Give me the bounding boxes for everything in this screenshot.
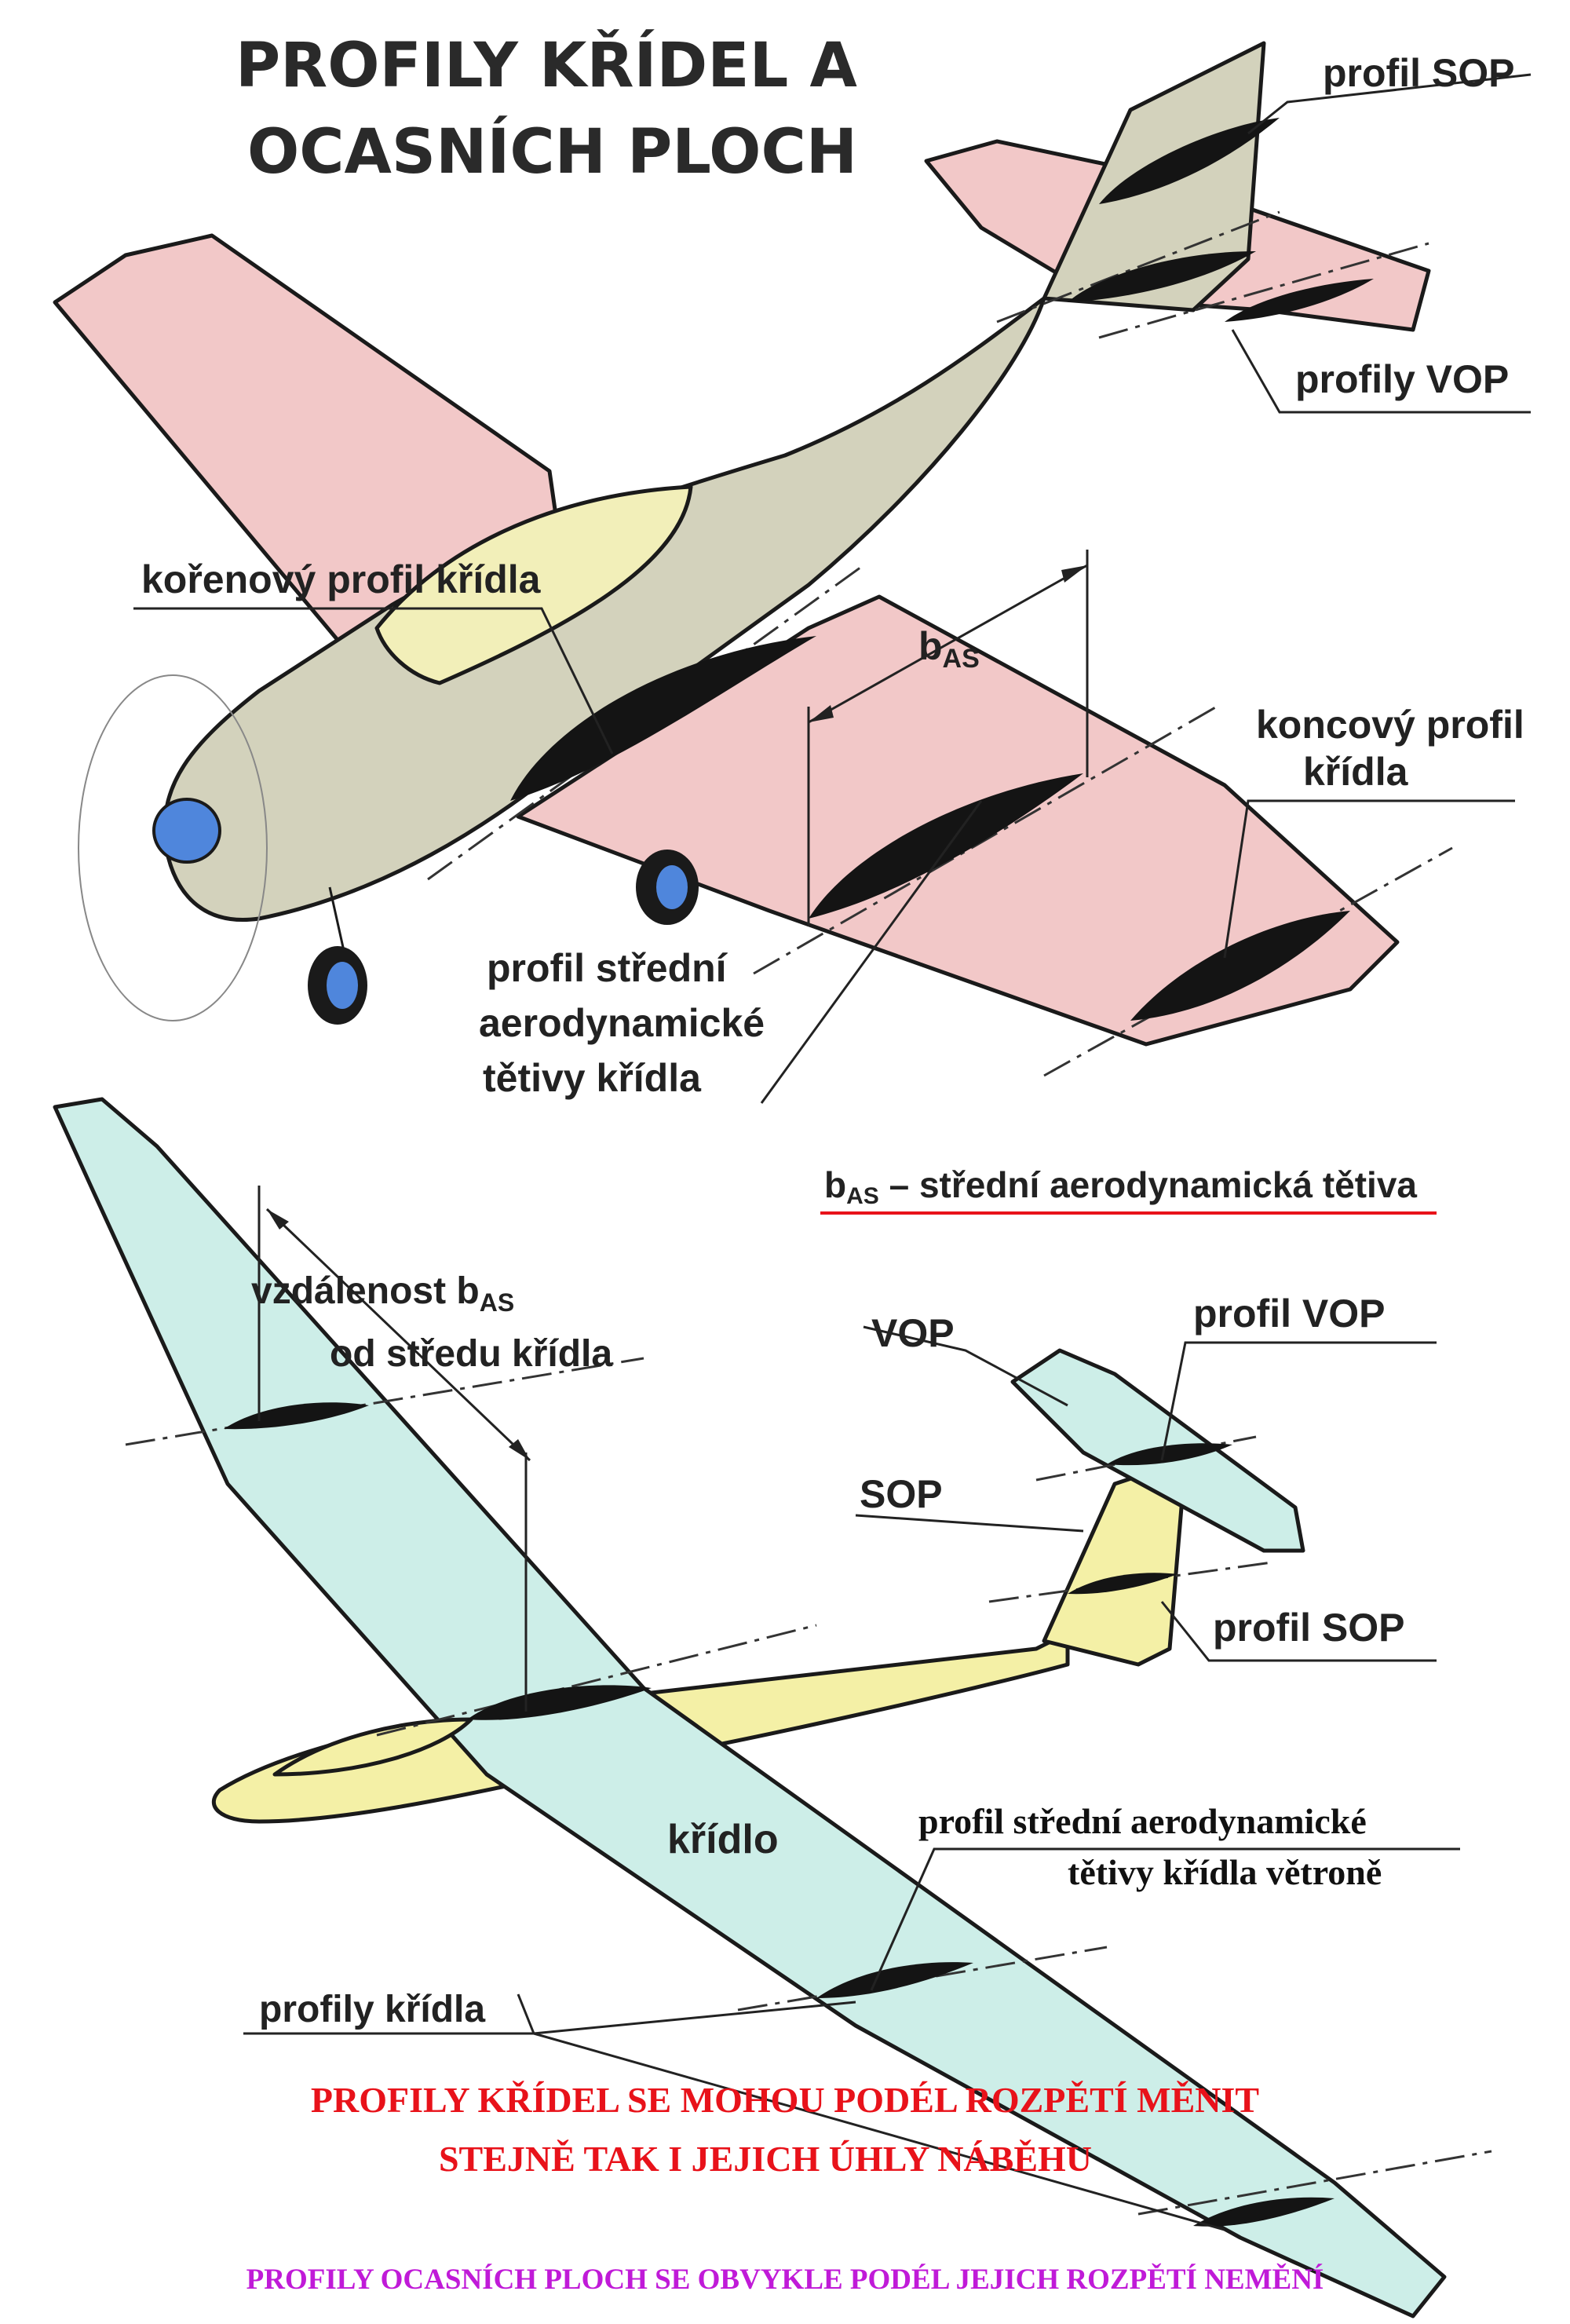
airplane-root-profile: [510, 636, 816, 801]
label-koncovy-line-2: křídla: [1303, 750, 1409, 794]
label-airplane-bas: bAS: [918, 624, 980, 674]
airplane-vop-profile-1: [1068, 251, 1256, 302]
airplane-propeller-disc: [78, 674, 268, 1021]
glider-bas-distance-dimension: [257, 1186, 531, 1712]
airplane-canopy: [374, 484, 693, 685]
airplane-landing-gear: [308, 850, 699, 1025]
label-airplane-sat-line-1: profil střední: [487, 946, 728, 990]
label-airplane-bas-b: b: [918, 624, 943, 668]
label-glider-sat-line-1: profil střední aerodynamické: [918, 1801, 1367, 1841]
airplane-spinner: [152, 798, 221, 864]
label-vzdalenost-text: vzdálenost b: [251, 1270, 480, 1312]
airplane-sop-profile: [1099, 118, 1280, 204]
note-purple: PROFILY OCASNÍCH PLOCH SE OBVYKLE PODÉL …: [246, 2263, 1324, 2296]
glider-vertical-tail: [1042, 1458, 1188, 1667]
title-line-2: OCASNÍCH PLOCH: [247, 115, 857, 188]
glider-mac-profile-inner: [224, 1402, 369, 1430]
airplane-mac-profile: [809, 773, 1083, 919]
legend-text: bAS – střední aerodynamická tětiva: [824, 1164, 1417, 1209]
label-glider-profil-sop: profil SOP: [1213, 1606, 1404, 1650]
label-airplane-profil-sop: profil SOP: [1323, 51, 1514, 95]
note-red-line-1: PROFILY KŘÍDEL SE MOHOU PODÉL ROZPĚTÍ MĚ…: [311, 2080, 1259, 2120]
note-red-line-2: STEJNĚ TAK I JEJICH ÚHLY NÁBĚHU: [439, 2139, 1092, 2179]
glider-wing: [53, 1097, 1447, 2319]
label-vzdalenost-sub: AS: [480, 1288, 514, 1317]
label-kridlo: křídlo: [667, 1817, 779, 1862]
glider-vop-profile: [1107, 1443, 1232, 1466]
glider-sop-profile: [1068, 1573, 1178, 1595]
airplane-illustration: [53, 41, 1532, 1104]
label-vzdalenost-line-1: vzdálenost bAS: [251, 1270, 514, 1317]
legend-desc: – střední aerodynamická tětiva: [879, 1164, 1418, 1205]
diagram-title: PROFILY KŘÍDEL A OCASNÍCH PLOCH: [236, 29, 857, 188]
airplane-vop-profile-2: [1225, 279, 1374, 322]
label-glider-sat-line-2: tětivy křídla větroně: [1068, 1852, 1382, 1892]
glider-illustration: [53, 1097, 1492, 2319]
label-airplane-bas-sub: AS: [943, 644, 980, 674]
glider-mac-profile: [816, 1962, 973, 1998]
legend-b: b: [824, 1164, 846, 1205]
label-airplane-sat-line-3: tětivy křídla: [483, 1056, 702, 1100]
title-line-1: PROFILY KŘÍDEL A: [236, 29, 857, 101]
label-vzdalenost-line-2: od středu křídla: [330, 1333, 612, 1375]
airplane-bas-dimension: [807, 550, 1089, 926]
label-airplane-profily-vop: profily VOP: [1295, 357, 1509, 401]
label-glider-sop: SOP: [860, 1472, 943, 1516]
label-airplane-sat-line-2: aerodynamické: [479, 1001, 765, 1045]
label-koncovy-line-1: koncový profil: [1256, 703, 1524, 747]
glider-tip-profile: [1193, 2197, 1334, 2227]
airplane-tip-profile: [1130, 911, 1350, 1021]
label-korenovy-profil: kořenový profil křídla: [141, 557, 542, 601]
label-glider-profil-vop: profil VOP: [1193, 1292, 1385, 1336]
legend-sub: AS: [846, 1183, 879, 1209]
label-glider-vop: VOP: [871, 1311, 955, 1355]
glider-root-profile: [467, 1685, 652, 1720]
label-profily-kridla: profily křídla: [259, 1989, 485, 2030]
legend-bas: bAS – střední aerodynamická tětiva: [820, 1164, 1437, 1215]
